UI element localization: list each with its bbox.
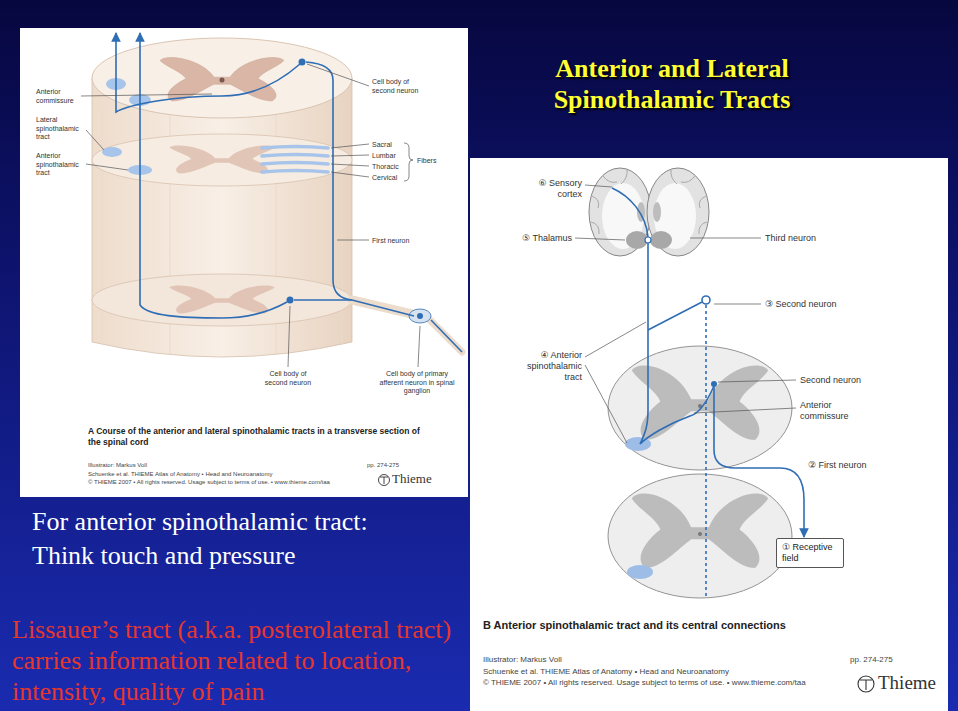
figure-ground [470, 158, 948, 711]
slide-title: Anterior and Lateral Spinothalamic Tract… [532, 53, 812, 115]
credit-line: Schuenke et al. THIEME Atlas of Anatomy … [88, 470, 368, 478]
label-slot: ③ Second neuron [765, 299, 875, 310]
label-slot: Anterior commissure [800, 400, 856, 422]
part-label: Cell body of primary afferent neuron in … [378, 370, 456, 396]
part-label: Lumbar [372, 151, 412, 160]
label-slot: Second neuron [800, 375, 880, 386]
figure-caption: A Course of the anterior and lateral spi… [88, 426, 428, 448]
neuron-path [116, 33, 462, 352]
label-slot: Thieme [878, 672, 944, 694]
part-label: Fibers [417, 156, 457, 165]
credit-line: Illustrator: Markus Voll [483, 655, 683, 665]
publisher-logo [379, 475, 390, 486]
label-slot: Cell body of second neuron [258, 370, 318, 387]
label-slot: Anterior spinothalamic tract [36, 152, 84, 178]
credit-line: pp. 274-275 [367, 461, 427, 469]
note-text: Lissauer’s tract (a.k.a. posterolateral … [12, 614, 464, 707]
label-slot: Fibers [417, 156, 457, 165]
label-slot: Third neuron [765, 233, 845, 244]
credit-line: © THIEME 2007 • All rights reserved. Usa… [88, 478, 370, 486]
label-slot: Cell body of primary afferent neuron in … [378, 370, 456, 396]
label-slot: ⑥ Sensory cortex [528, 178, 582, 200]
label-slot: Illustrator: Markus Voll [483, 655, 683, 665]
label-slot: Cell body of second neuron [372, 78, 428, 95]
label-slot: Thieme [392, 471, 452, 486]
leader-line [575, 185, 796, 443]
receptive-field-box: ① Receptive field [776, 538, 844, 568]
credit-line: pp. 274-275 [850, 655, 930, 665]
label-slot: Lateral spinothalamic tract [36, 116, 84, 142]
part-label: Anterior commissure [800, 400, 856, 422]
spinal-cord-section [608, 346, 792, 598]
credit-line: © THIEME 2007 • All rights reserved. Usa… [483, 678, 853, 688]
part-label: Lateral spinothalamic tract [36, 116, 84, 142]
part-label: Third neuron [765, 233, 845, 244]
brain-section [589, 168, 709, 256]
label-slot: Lissauer’s tract (a.k.a. posterolateral … [12, 614, 464, 707]
part-label: Sacral [372, 140, 412, 149]
neuron-path [612, 188, 804, 598]
callout-label: ④ Anterior spinothalamic tract [518, 350, 582, 383]
note-text: For anterior spinothalamic tract: Think … [32, 505, 402, 573]
title-slot: Anterior and Lateral Spinothalamic Tract… [532, 53, 812, 115]
callout-label: ② First neuron [808, 460, 908, 471]
publisher-name: Thieme [878, 672, 944, 694]
leader-line [81, 64, 420, 367]
part-label: First neuron [372, 236, 432, 245]
label-slot: Schuenke et al. THIEME Atlas of Anatomy … [88, 470, 368, 478]
label-slot: Illustrator: Markus Voll [88, 461, 238, 469]
publisher-name: Thieme [392, 471, 452, 486]
label-slot: pp. 274-275 [367, 461, 427, 469]
label-slot: ② First neuron [808, 460, 908, 471]
label-slot: For anterior spinothalamic tract: Think … [32, 505, 402, 573]
part-label: Cervical [372, 173, 412, 182]
label-slot: © THIEME 2007 • All rights reserved. Usa… [88, 478, 370, 486]
label-slot: Lumbar [372, 151, 412, 160]
part-label: Anterior spinothalamic tract [36, 152, 84, 178]
part-label: Thoracic [372, 162, 412, 171]
label-slot: Anterior commissure [36, 88, 80, 105]
label-slot: ④ Anterior spinothalamic tract [518, 350, 582, 383]
callout-label: ⑥ Sensory cortex [528, 178, 582, 200]
figure-ground [20, 28, 468, 497]
part-label: Cell body of second neuron [372, 78, 428, 95]
spinal-cord-block [92, 38, 462, 357]
callout-label: ③ Second neuron [765, 299, 875, 310]
part-label: Second neuron [800, 375, 880, 386]
label-slot: Schuenke et al. THIEME Atlas of Anatomy … [483, 667, 863, 677]
label-slot: © THIEME 2007 • All rights reserved. Usa… [483, 678, 853, 688]
label-slot: pp. 274-275 [850, 655, 930, 665]
label-slot: Thoracic [372, 162, 412, 171]
box-label: ① Receptive field [782, 542, 838, 564]
figure-caption: B Anterior spinothalamic tract and its c… [483, 618, 923, 632]
credit-line: Schuenke et al. THIEME Atlas of Anatomy … [483, 667, 863, 677]
label-slot: First neuron [372, 236, 432, 245]
part-label: Cell body of second neuron [258, 370, 318, 387]
publisher-logo [858, 676, 874, 692]
part-label: Anterior commissure [36, 88, 80, 105]
label-slot: Sacral [372, 140, 412, 149]
credit-line: Illustrator: Markus Voll [88, 461, 238, 469]
label-slot: ⑤ Thalamus [508, 233, 572, 244]
callout-label: ⑤ Thalamus [508, 233, 572, 244]
label-slot: Cervical [372, 173, 412, 182]
figure-panel: A Course of the anterior and lateral spi… [20, 28, 468, 497]
